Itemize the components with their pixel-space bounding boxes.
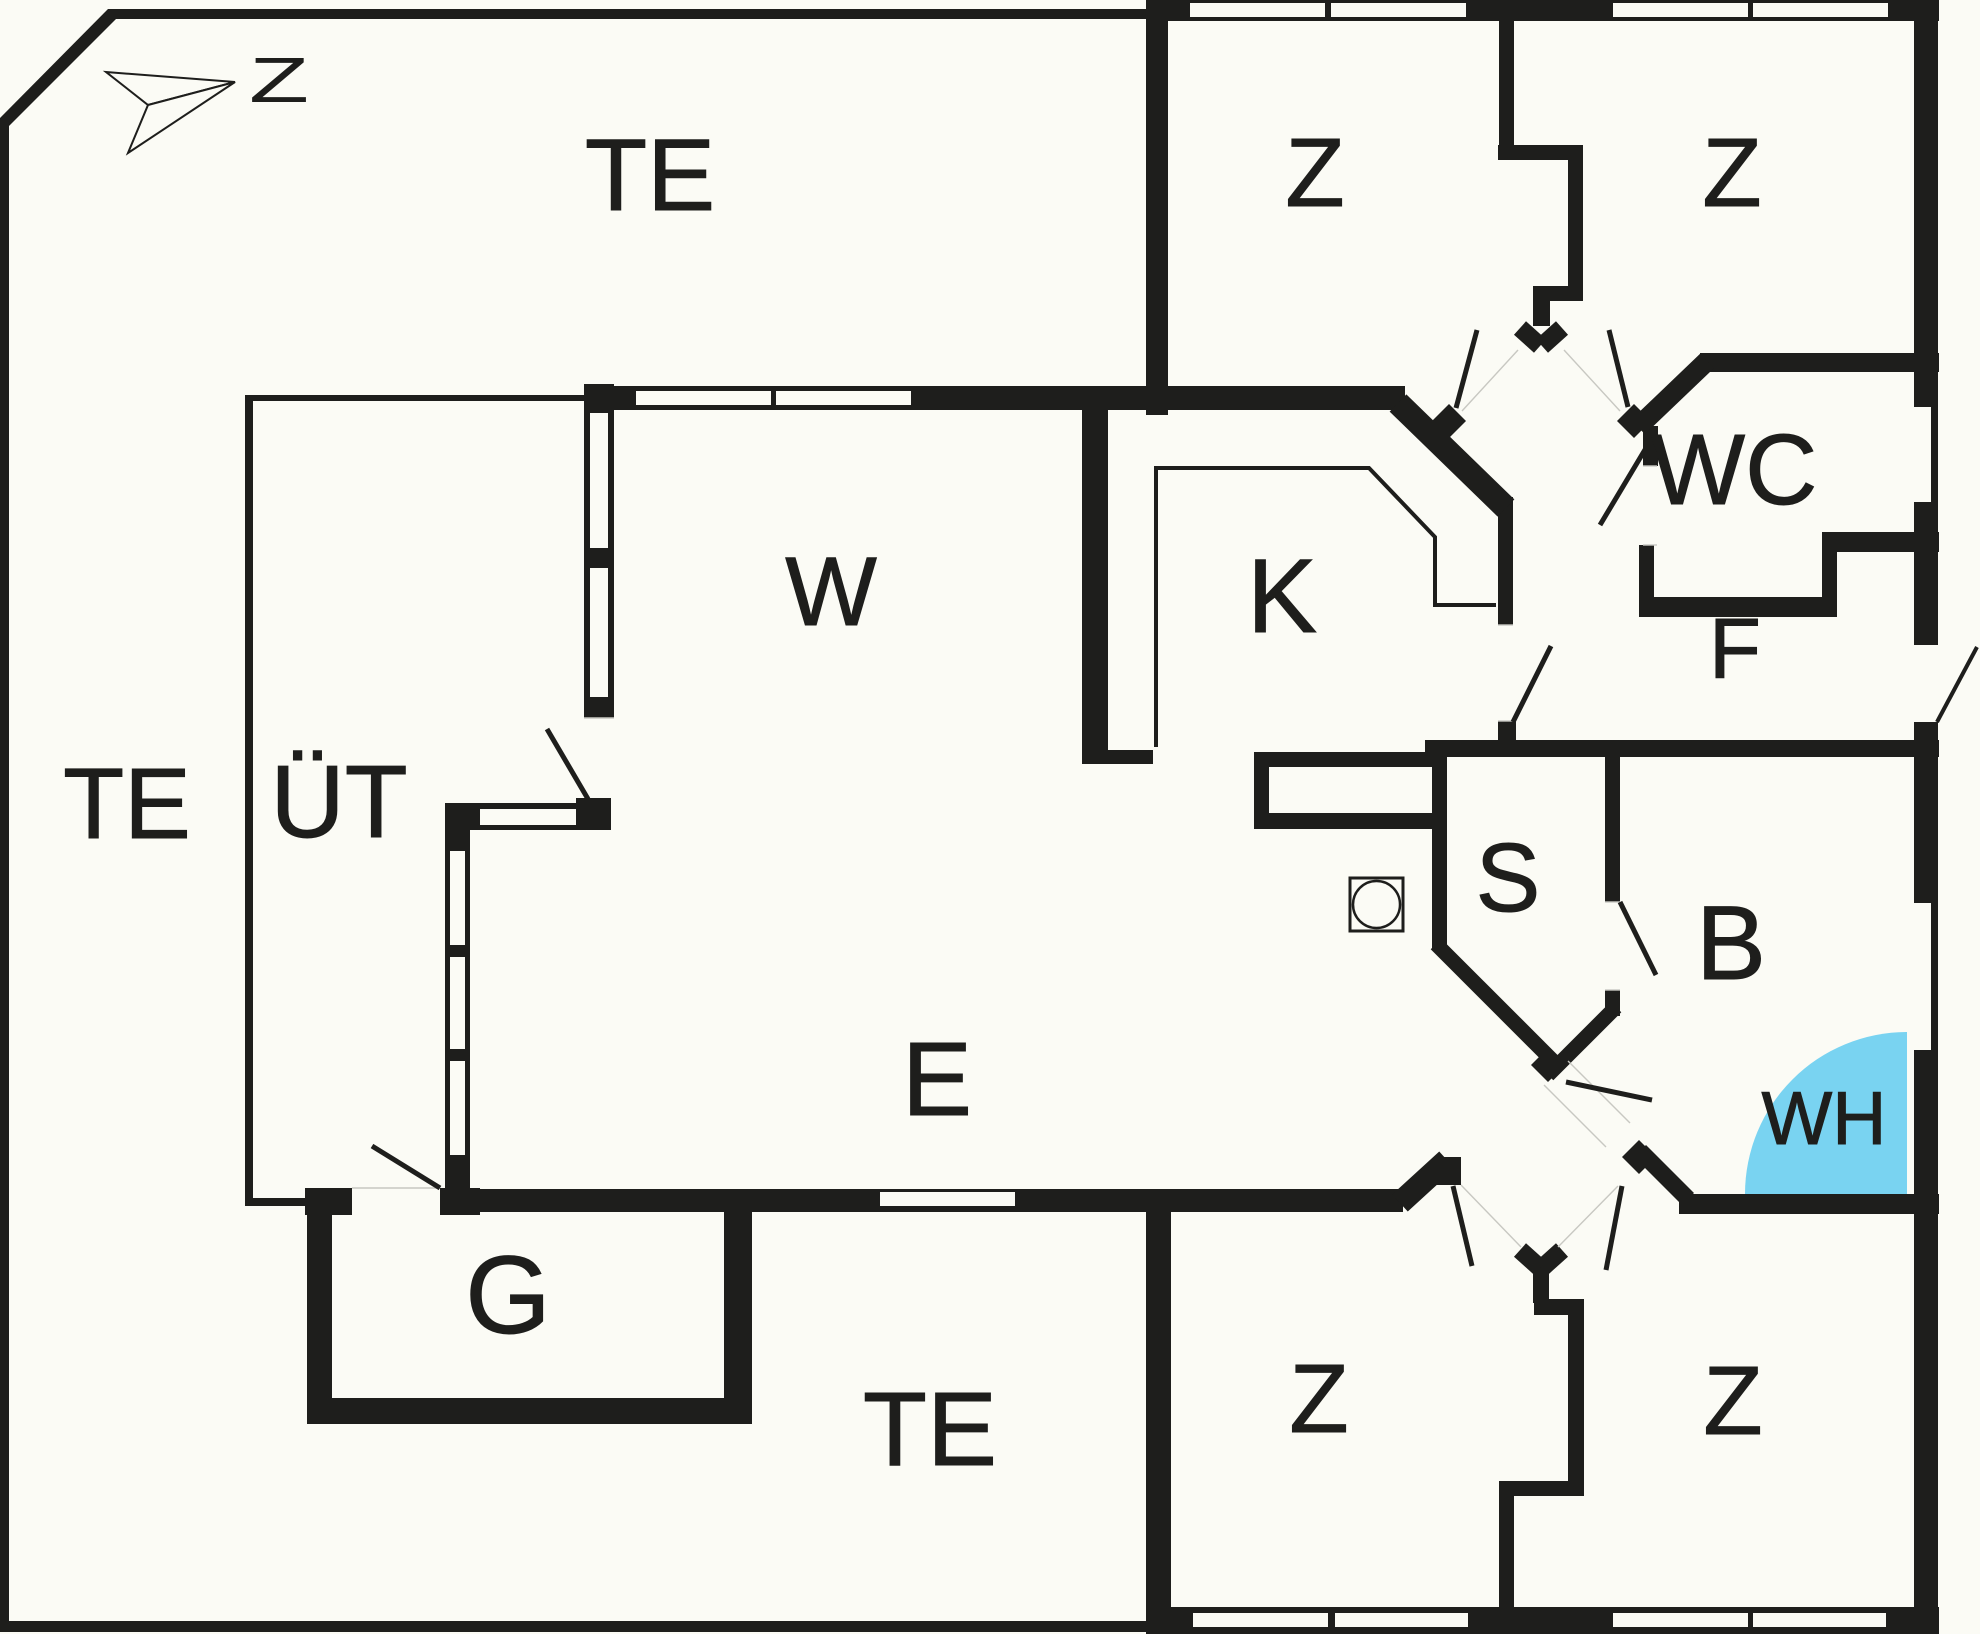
svg-text:TE: TE <box>585 118 715 232</box>
svg-text:WC: WC <box>1651 414 1818 526</box>
svg-text:Z: Z <box>1289 1344 1348 1453</box>
svg-text:WH: WH <box>1762 1076 1887 1160</box>
svg-text:E: E <box>902 1021 972 1138</box>
svg-text:Z: Z <box>1285 118 1344 227</box>
svg-text:K: K <box>1247 538 1317 655</box>
svg-text:Z: Z <box>1702 118 1761 227</box>
svg-text:ÜT: ÜT <box>270 744 407 859</box>
svg-text:TE: TE <box>863 1371 997 1488</box>
svg-text:B: B <box>1696 885 1766 1002</box>
svg-text:Z: Z <box>249 44 309 116</box>
svg-text:TE: TE <box>63 748 191 860</box>
svg-text:F: F <box>1709 602 1761 697</box>
svg-text:S: S <box>1476 823 1541 932</box>
svg-text:Z: Z <box>1703 1346 1762 1455</box>
svg-text:G: G <box>465 1234 551 1357</box>
svg-text:W: W <box>785 537 877 646</box>
